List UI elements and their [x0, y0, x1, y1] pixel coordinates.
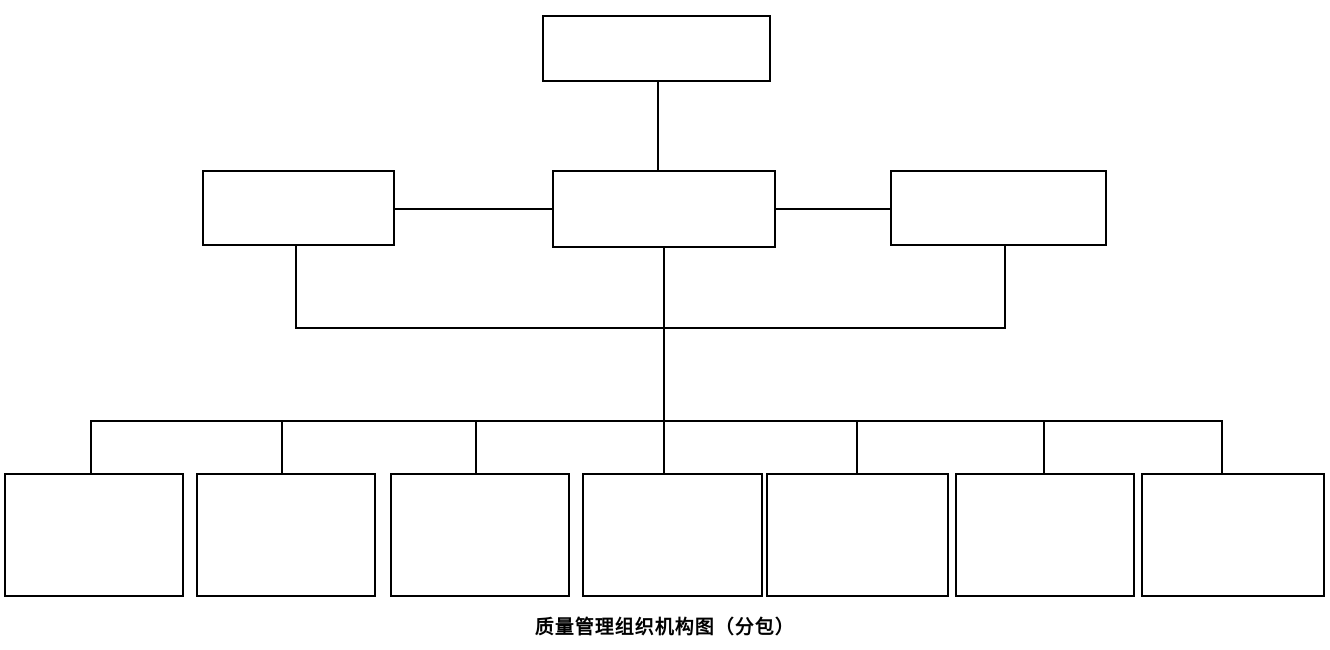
node-dept-7[interactable] [1141, 473, 1325, 597]
connector-stub-6 [1043, 420, 1045, 473]
connector-stub-4 [663, 420, 665, 473]
connector-top-to-center [657, 82, 659, 170]
connector-right-drop [1004, 246, 1006, 329]
connector-left-drop [295, 246, 297, 329]
node-left[interactable] [202, 170, 395, 246]
connector-left-to-center [395, 208, 552, 210]
connector-stub-5 [856, 420, 858, 473]
connector-center-spine [663, 248, 665, 473]
node-dept-4[interactable] [582, 473, 763, 597]
connector-distribution-bar [90, 420, 1223, 422]
node-dept-3[interactable] [390, 473, 570, 597]
connector-center-to-right [776, 208, 890, 210]
node-dept-1[interactable] [4, 473, 184, 597]
node-dept-6[interactable] [955, 473, 1135, 597]
connector-stub-2 [281, 420, 283, 473]
node-dept-5[interactable] [766, 473, 949, 597]
diagram-caption: 质量管理组织机构图（分包） [534, 617, 795, 638]
connector-stub-3 [475, 420, 477, 473]
node-right[interactable] [890, 170, 1107, 246]
connector-stub-7 [1221, 420, 1223, 473]
node-dept-2[interactable] [196, 473, 376, 597]
node-center[interactable] [552, 170, 776, 248]
connector-mid-bar [295, 327, 1006, 329]
node-top[interactable] [542, 15, 771, 82]
connector-stub-1 [90, 420, 92, 473]
